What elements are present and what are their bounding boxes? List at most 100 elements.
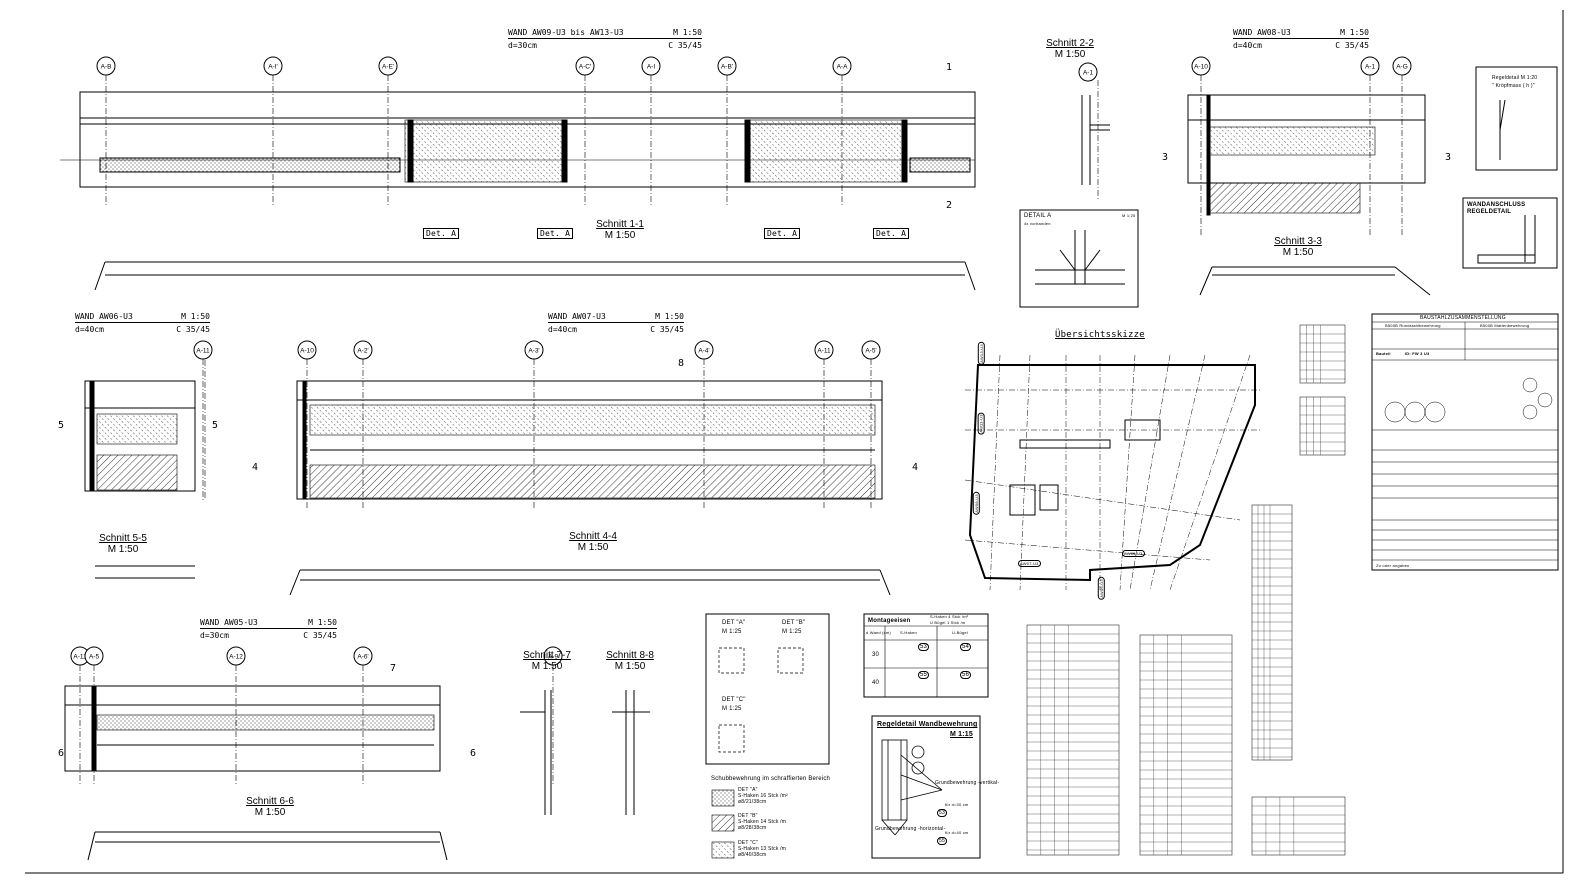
regeldetail-kroepf-frame (1475, 66, 1558, 171)
axis-bubble (694, 340, 714, 360)
axis-label: A-E' (382, 64, 394, 71)
baustahl-table-lines (1372, 321, 1558, 561)
schnitt-7-7-drawing (520, 690, 552, 815)
wall-concrete: C 35/45 (650, 325, 684, 334)
axis-bubble (96, 56, 116, 76)
overview-wall-tag: AW08-U3 (972, 492, 980, 515)
det-a-title: DET "A" (722, 620, 746, 626)
axis-label: A-G (1396, 64, 1408, 71)
det-c-title: DET "C" (722, 697, 746, 703)
axis-bubble (193, 340, 213, 360)
overview-wall-tag: AW13-U3 (977, 342, 985, 365)
wall-title: WAND AW07-U3 (548, 312, 606, 321)
section-scale: M 1:50 (604, 230, 636, 241)
axis-bubble (575, 56, 595, 76)
legend-bar: ø8/40/38cm (738, 852, 767, 858)
axis-bubble (353, 340, 373, 360)
det-a-tag: Det. A (537, 228, 574, 239)
wandanschluss-frame (1462, 197, 1558, 269)
axis-bubble (378, 56, 398, 76)
montage-note1: S-Haken 4 Stck /m² (930, 614, 969, 619)
axis-label: A-3' (528, 348, 539, 355)
kroepf-title: Regeldetail M 1:20 (1492, 75, 1538, 81)
schub-legend-swatches (711, 789, 735, 859)
wandanschluss-subtitle: REGELDETAIL (1467, 209, 1512, 215)
det-a-tag: Det. A (873, 228, 910, 239)
wall-scale: M 1:50 (308, 618, 337, 627)
section-marker-6: 6 (470, 748, 477, 759)
section-name: Schnitt 5-5 (99, 533, 147, 544)
wall-thickness: d=40cm (1233, 41, 1262, 50)
aw07-section-4-4 (289, 569, 891, 596)
label-vertical: Grundbewehrung -vertikal- (935, 780, 1000, 786)
overview-wall-tag: AW11-U3 (977, 412, 985, 435)
aw09-elevation (60, 91, 976, 188)
axis-label: A-B (101, 64, 112, 71)
schedule-row-lines (1027, 325, 1345, 855)
axis-label: A-4' (698, 348, 709, 355)
aw08-elevation (1187, 94, 1426, 216)
axis-label: A-1 (1365, 64, 1376, 71)
section-marker-4: 4 (912, 462, 919, 473)
axis-bubble (1392, 56, 1412, 76)
wall-title: WAND AW09-U3 bis AW13-U3 (508, 28, 624, 37)
aw06-elevation (84, 360, 206, 500)
aw06-section-5-5 (95, 565, 195, 579)
axis-label: A-1 (1083, 70, 1094, 77)
det-a-scale: M 1:25 (722, 629, 742, 635)
section-scale: M 1:50 (577, 542, 609, 553)
section-name: Schnitt 8-8 (606, 650, 654, 661)
section-scale: M 1:50 (107, 544, 139, 555)
aw08-section-3-3 (1199, 266, 1431, 296)
montage-pos: 53 (918, 643, 930, 651)
axis-bubble (717, 56, 737, 76)
wall-scale: M 1:50 (181, 312, 210, 321)
baustahl-col-right: B500B Mattenbewehrung (1480, 323, 1530, 328)
montage-d: 30 (872, 652, 880, 658)
aw05-section-6-6 (87, 831, 448, 861)
axis-bubble (543, 646, 563, 666)
pos-55: 55 (937, 837, 947, 845)
legend-det: DET "B" (738, 813, 758, 819)
det-c-scale: M 1:25 (722, 706, 742, 712)
montage-title: Montageeisen (868, 618, 911, 624)
det-b-scale: M 1:25 (782, 629, 802, 635)
aw05-elevation (64, 685, 441, 772)
wall-concrete: C 35/45 (1335, 41, 1369, 50)
note-d40: für d=40 cm (945, 830, 969, 835)
wall-scale: M 1:50 (673, 28, 702, 37)
legend-det: DET "A" (738, 787, 758, 793)
axis-bubble (861, 340, 881, 360)
montage-pos: 55 (918, 671, 930, 679)
axis-bubble (263, 56, 283, 76)
det-a-tag: Det. A (764, 228, 801, 239)
section-marker-3: 3 (1162, 152, 1169, 163)
montage-table-frame (863, 613, 989, 698)
note-d30: für d=30 cm (945, 802, 969, 807)
regeldetail-wand-drawing (881, 739, 943, 836)
axis-label: A-11 (73, 654, 87, 661)
legend-bar: ø8/28/38cm (738, 825, 767, 831)
axis-bubble (832, 56, 852, 76)
section-marker-5: 5 (58, 420, 65, 431)
section-name: Schnitt 1-1 (596, 219, 644, 230)
montage-col-s: S-Haken (900, 630, 917, 635)
legend-bar: ø8/21/38cm (738, 799, 767, 805)
section-marker-8: 8 (678, 358, 685, 369)
legend-text: S-Haken 13 Stck /m (738, 846, 787, 852)
wall-thickness: d=40cm (548, 325, 577, 334)
wall-concrete: C 35/45 (303, 631, 337, 640)
axis-bubble (353, 646, 373, 666)
section-name: Schnitt 7-7 (523, 650, 571, 661)
axis-label: A-A (837, 64, 849, 71)
section-scale: M 1:50 (1282, 247, 1314, 258)
section-name: Schnitt 3-3 (1274, 236, 1322, 247)
axis-label: A-C' (579, 64, 591, 71)
montage-note2: U Bügel 1 Stck /m (930, 620, 966, 625)
axis-label: A-10 (1194, 64, 1208, 71)
